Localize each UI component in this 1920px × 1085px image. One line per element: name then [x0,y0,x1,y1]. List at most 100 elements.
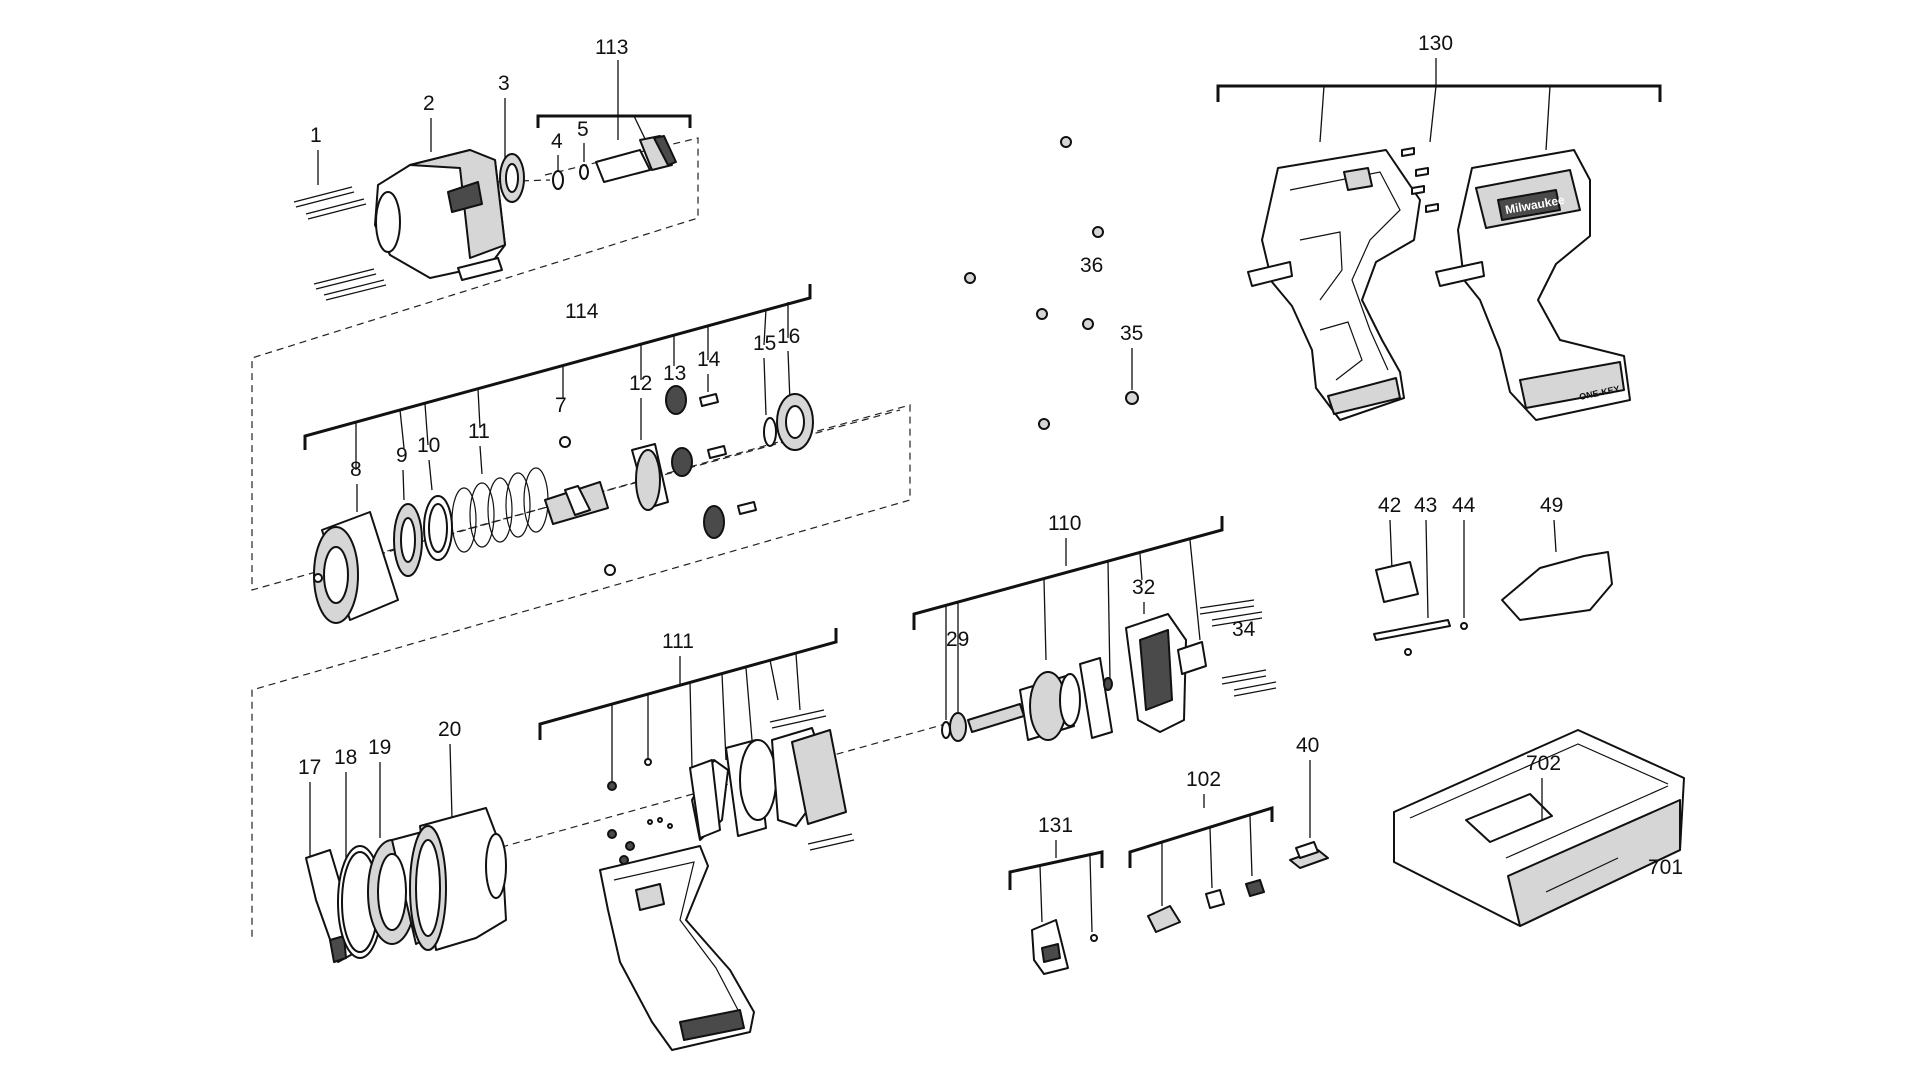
callout-40: 40 [1296,734,1319,838]
svg-text:17: 17 [298,756,321,779]
callout-19: 19 [368,736,391,838]
callout-group-111: 111 [538,628,838,782]
callout-43: 43 [1414,494,1437,619]
svg-text:11: 11 [468,420,490,443]
spindle-part-12 [544,443,669,525]
switch-plate-part-111 [689,727,847,839]
callout-8: 8 [350,458,362,512]
svg-text:29: 29 [946,628,969,651]
callout-110: 110 [1048,512,1081,535]
callout-group-130: 130 [1216,32,1662,151]
callout-12: 12 [629,372,652,440]
screw-part-35 [1125,391,1139,405]
svg-text:44: 44 [1452,494,1476,517]
small-screws-part-111 [607,709,855,865]
callout-11: 11 [468,420,490,475]
svg-text:1: 1 [310,124,322,147]
screw-set-part-1 [293,186,387,301]
callout-15: 15 [753,332,776,416]
callout-group-114: 114 [303,284,812,470]
ball-part-7 [559,436,616,576]
callout-1: 1 [310,124,322,185]
callout-16: 16 [777,325,800,403]
svg-text:702: 702 [1526,752,1561,775]
switch-parts-102 [1147,879,1265,933]
svg-text:2: 2 [423,92,435,115]
callout-29: 29 [946,628,969,651]
svg-text:3: 3 [498,72,510,95]
callout-34: 34 [1232,618,1256,641]
gear-housing-part-20 [409,807,507,951]
svg-text:4: 4 [551,130,563,153]
bearing-part-29 [941,712,967,742]
washer-part-10 [423,495,453,561]
callout-131: 131 [1038,814,1073,837]
svg-text:701: 701 [1648,856,1683,879]
screw-part-44 [1460,622,1468,630]
svg-text:12: 12 [629,372,652,395]
callout-7: 7 [555,394,567,417]
callout-4: 4 [551,130,563,172]
svg-text:18: 18 [334,746,357,769]
strip-part-43 [1373,619,1451,656]
planet-gears-part-13 [665,385,725,539]
callout-42: 42 [1378,494,1401,571]
svg-text:36: 36 [1080,254,1103,277]
handle-frame-part-111 [599,759,755,1051]
callout-10: 10 [417,434,440,491]
label-part-49 [1501,551,1613,621]
svg-text:13: 13 [663,362,686,385]
callout-44: 44 [1452,494,1476,618]
svg-text:8: 8 [350,458,362,481]
callout-702: 702 [1526,752,1561,820]
callout-20: 20 [438,718,461,819]
svg-text:43: 43 [1414,494,1437,517]
svg-text:5: 5 [577,118,589,141]
pins-part-14 [699,393,757,515]
svg-text:10: 10 [417,434,440,457]
svg-text:49: 49 [1540,494,1563,517]
callout-group-131: 131 [1008,814,1104,933]
svg-text:40: 40 [1296,734,1319,757]
callout-36: 36 [1080,254,1103,277]
hammer-part-8 [313,511,399,624]
callout-114: 114 [565,300,599,323]
svg-text:19: 19 [368,736,391,759]
svg-text:35: 35 [1120,322,1143,345]
callout-113: 113 [595,36,628,59]
callout-111: 111 [662,630,694,653]
anvil-assembly-part-113 [595,135,677,183]
callout-group-102: 102 [1128,768,1274,906]
callout-group-113: 113 [536,36,692,146]
spring-part-11 [451,467,549,553]
washer-part-15 [763,417,777,447]
screws-part-36 [964,136,1104,430]
callout-130: 130 [1418,32,1453,55]
housing-half-right: Milwaukee ONE-KEY [1435,149,1631,421]
callout-701: 701 [1648,856,1683,879]
callout-35: 35 [1120,322,1143,390]
ball-bearing-ring-part-9 [393,503,423,577]
svg-text:34: 34 [1232,618,1256,641]
callout-group-110: 110 [912,512,1224,725]
screws-part-34 [1199,599,1277,697]
cover-part-131 [1031,919,1098,975]
svg-text:14: 14 [697,348,721,371]
carry-case-part-701 [1393,729,1685,927]
circuit-board-part-32 [1125,613,1207,733]
housing-pins [1401,147,1439,213]
svg-text:7: 7 [555,394,567,417]
callout-18: 18 [334,746,357,872]
callout-49: 49 [1540,494,1563,553]
washer-part-3 [499,153,525,203]
rotor-part-110 [967,657,1113,741]
callout-102: 102 [1186,768,1221,791]
svg-text:16: 16 [777,325,800,348]
svg-text:42: 42 [1378,494,1401,517]
svg-text:15: 15 [753,332,776,355]
ring-parts-4-5 [552,164,589,190]
svg-text:20: 20 [438,718,461,741]
callout-2: 2 [423,92,435,152]
callout-32: 32 [1132,576,1155,614]
